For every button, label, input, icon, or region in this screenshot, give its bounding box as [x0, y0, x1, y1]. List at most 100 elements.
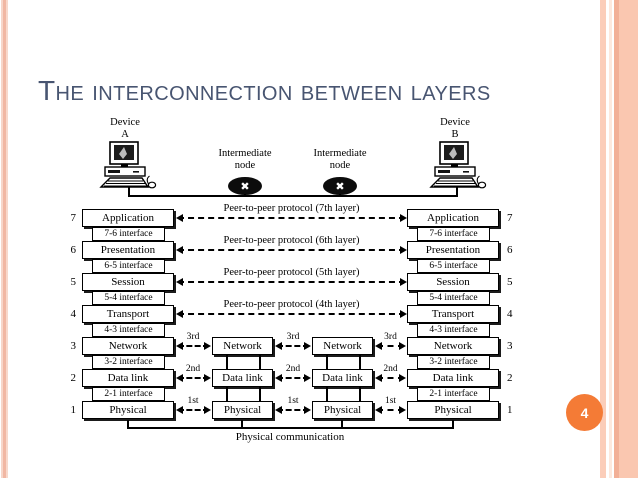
interface-box-right-43: 4-3 interface [417, 323, 490, 337]
peer-arrow-5 [176, 278, 407, 286]
layer-num-left-5: 5 [70, 276, 77, 288]
hop-label-3rd: 3rd [384, 332, 397, 342]
node1-connector-line [226, 387, 228, 401]
computer-icon [429, 141, 487, 189]
layer-num-right-4: 4 [507, 308, 513, 320]
device-b-label: Device B [420, 117, 490, 141]
node1-box-datalink: Data link [212, 369, 273, 387]
node1-box-physical: Physical [212, 401, 273, 419]
layer-num-left-1: 1 [70, 404, 77, 416]
peer-protocol-label-5: Peer-to-peer protocol (5th layer) [223, 267, 360, 278]
interface-box-right-65: 6-5 interface [417, 259, 490, 273]
intermediate-node-1-label: Intermediate node [208, 148, 282, 172]
left-accent-border [0, 0, 9, 478]
intermediate-node-2-label: Intermediate node [303, 148, 377, 172]
device-a-link-line [128, 187, 130, 197]
layer-box-right-presentation: Presentation [407, 241, 499, 259]
device-b-id: B [451, 129, 459, 140]
layer-box-right-physical: Physical [407, 401, 499, 419]
layer-box-right-datalink: Data link [407, 369, 499, 387]
physical-stem-node1 [241, 420, 243, 428]
peer-protocol-label-6: Peer-to-peer protocol (6th layer) [223, 235, 360, 246]
interface-box-left-43: 4-3 interface [92, 323, 165, 337]
node2-connector-line [326, 387, 328, 401]
hop-arrow-3rd [375, 342, 406, 350]
device-a-word: Device [110, 117, 140, 128]
physical-communication-line [127, 427, 454, 429]
layer-box-left-presentation: Presentation [82, 241, 174, 259]
node1-connector-line [259, 355, 261, 369]
layer-num-right-7: 7 [507, 212, 513, 224]
physical-stem-right [452, 420, 454, 428]
osi-diagram: Device A Intermediate node ✖ Intermediat… [60, 115, 538, 455]
hop-label-2nd: 2nd [185, 364, 201, 374]
hop-arrow-2nd [176, 374, 211, 382]
interface-box-left-76: 7-6 interface [92, 227, 165, 241]
interface-box-left-54: 5-4 interface [92, 291, 165, 305]
layer-num-left-2: 2 [70, 372, 77, 384]
node2-box-physical: Physical [312, 401, 373, 419]
intermediate-word: Intermediate [218, 148, 272, 159]
interface-box-right-32: 3-2 interface [417, 355, 490, 369]
router-x-glyph: ✖ [240, 179, 250, 193]
right-accent-border [600, 0, 638, 478]
node2-connector-line [326, 355, 328, 369]
layer-box-left-transport: Transport [82, 305, 174, 323]
layer-box-right-network: Network [407, 337, 499, 355]
device-b-word: Device [440, 117, 470, 128]
hop-label-1st: 1st [287, 396, 299, 406]
top-medium-line [128, 195, 458, 197]
intermediate-word: Intermediate [313, 148, 367, 159]
physical-communication-label: Physical communication [235, 431, 345, 443]
peer-protocol-label-4: Peer-to-peer protocol (4th layer) [223, 299, 360, 310]
physical-stem-left [127, 420, 129, 428]
hop-arrow-1st [375, 406, 406, 414]
node1-connector-line [226, 355, 228, 369]
computer-icon [99, 141, 157, 189]
layer-box-left-session: Session [82, 273, 174, 291]
layer-num-left-4: 4 [70, 308, 77, 320]
hop-arrow-3rd [275, 342, 311, 350]
layer-box-right-application: Application [407, 209, 499, 227]
layer-num-right-5: 5 [507, 276, 513, 288]
peer-protocol-label-7: Peer-to-peer protocol (7th layer) [223, 203, 360, 214]
interface-box-left-21: 2-1 interface [92, 387, 165, 401]
device-b-link-line [456, 187, 458, 197]
layer-num-left-6: 6 [70, 244, 77, 256]
layer-num-right-6: 6 [507, 244, 513, 256]
device-a-id: A [121, 129, 129, 140]
node1-connector-line [259, 387, 261, 401]
hop-label-3rd: 3rd [186, 332, 200, 342]
hop-arrow-2nd [375, 374, 406, 382]
hop-arrow-3rd [176, 342, 211, 350]
device-a-label: Device A [90, 117, 160, 141]
node1-box-network: Network [212, 337, 273, 355]
layer-num-right-2: 2 [507, 372, 513, 384]
layer-box-left-datalink: Data link [82, 369, 174, 387]
slide-title: The interconnection between layers [38, 74, 491, 106]
page-number-badge: 4 [566, 394, 603, 431]
layer-num-right-3: 3 [507, 340, 513, 352]
router-icon: ✖ [323, 177, 357, 195]
layer-num-left-3: 3 [70, 340, 77, 352]
layer-box-right-session: Session [407, 273, 499, 291]
page-number: 4 [580, 404, 589, 421]
peer-arrow-4 [176, 310, 407, 318]
layer-box-left-physical: Physical [82, 401, 174, 419]
hop-arrow-2nd [275, 374, 311, 382]
peer-arrow-7 [176, 214, 407, 222]
hop-label-3rd: 3rd [286, 332, 300, 342]
hop-arrow-1st [275, 406, 311, 414]
hop-arrow-1st [176, 406, 211, 414]
layer-box-right-transport: Transport [407, 305, 499, 323]
router-x-glyph: ✖ [335, 179, 345, 193]
hop-label-1st: 1st [384, 396, 397, 406]
node-word: node [234, 160, 256, 171]
node2-connector-line [359, 387, 361, 401]
peer-arrow-6 [176, 246, 407, 254]
router-icon: ✖ [228, 177, 262, 195]
hop-label-1st: 1st [187, 396, 199, 406]
node2-box-network: Network [312, 337, 373, 355]
layer-num-right-1: 1 [507, 404, 513, 416]
